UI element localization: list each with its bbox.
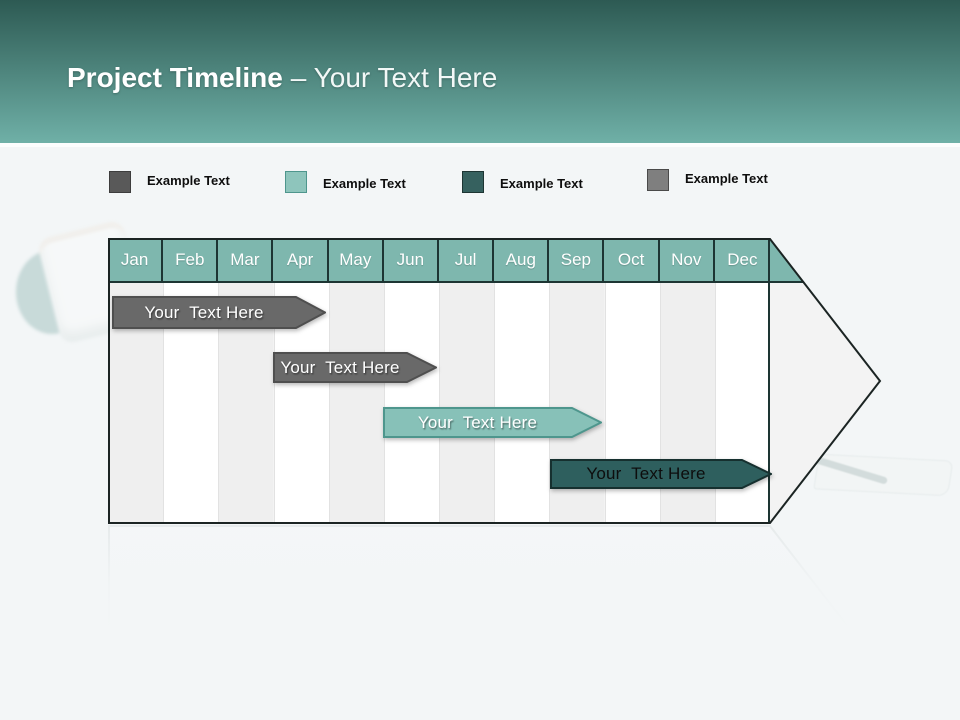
month-cell-oct: Oct <box>605 238 660 281</box>
legend-swatch-dark-gray <box>109 171 131 193</box>
grid-column-aug <box>494 283 550 523</box>
reflection-fade-overlay <box>108 525 882 655</box>
month-cell-jul: Jul <box>439 238 495 281</box>
title-light-text: – Your Text Here <box>290 62 498 93</box>
gantt-bar-3-label[interactable]: Your Text Here <box>417 413 538 432</box>
grid-column-may <box>328 283 384 523</box>
gantt-bar-2-label[interactable]: Your Text Here <box>280 358 400 377</box>
month-cell-jun: Jun <box>384 238 439 281</box>
legend-label[interactable]: Example Text <box>147 173 230 188</box>
month-cell-aug: Aug <box>494 238 550 281</box>
legend-label[interactable]: Example Text <box>323 176 406 191</box>
grid-column-jul <box>439 283 495 523</box>
legend-label[interactable]: Example Text <box>685 171 768 186</box>
slide-header-band: Project Timeline– Your Text Here <box>0 0 960 147</box>
gantt-bar-1-label[interactable]: Your Text Here <box>144 303 264 322</box>
title-bold-text: Project Timeline <box>67 62 283 93</box>
gantt-bar-4-label[interactable]: Your Text Here <box>586 464 706 483</box>
page-title[interactable]: Project Timeline– Your Text Here <box>67 62 497 94</box>
grid-column-jun <box>383 283 439 523</box>
legend-swatch-dark-teal <box>462 171 484 193</box>
month-cell-feb: Feb <box>163 238 219 281</box>
month-cell-jan: Jan <box>108 238 164 281</box>
month-cell-sep: Sep <box>549 238 605 281</box>
month-cell-nov: Nov <box>660 238 715 281</box>
legend-label[interactable]: Example Text <box>500 176 583 191</box>
month-cell-apr: Apr <box>274 238 329 281</box>
tweezers-body <box>813 453 954 497</box>
legend-swatch-medium-gray <box>647 169 669 191</box>
chart-reflection <box>108 525 882 655</box>
month-cell-may: May <box>329 238 384 281</box>
background-tape-roll-image <box>10 218 148 346</box>
month-cell-mar: Mar <box>218 238 274 281</box>
month-cell-dec: Dec <box>727 250 758 269</box>
legend-swatch-light-teal <box>285 171 307 193</box>
